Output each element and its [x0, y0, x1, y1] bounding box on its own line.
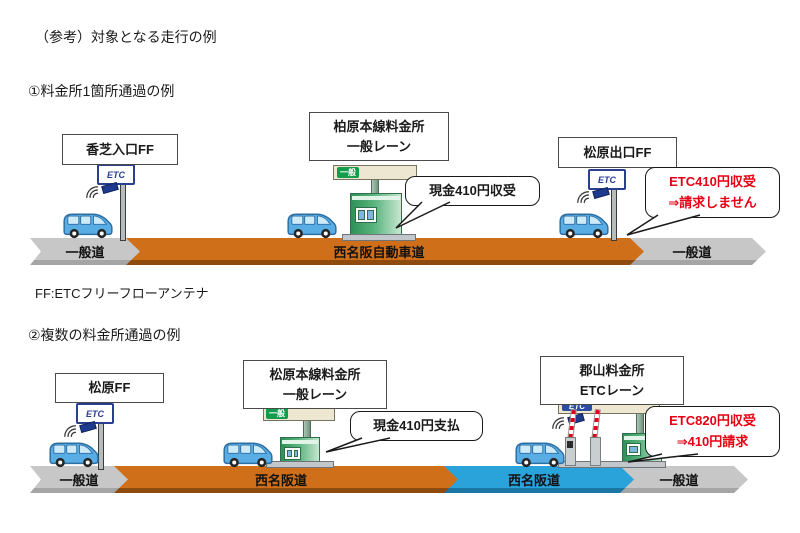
- gate-post: [590, 437, 601, 466]
- general-lane-sign: 一般: [337, 167, 359, 178]
- cash-toll-text: 現金410円収受: [429, 182, 516, 198]
- ff-label-box: 松原FF: [55, 373, 164, 403]
- cash-toll-bubble: 現金410円収受: [405, 176, 540, 206]
- booth-roofband: [624, 436, 660, 440]
- tollgate-lane: 一般レーン: [346, 138, 412, 154]
- bubble-tail: [626, 214, 701, 236]
- bubble-tail: [627, 453, 699, 463]
- entry-ff-label: 香芝入口FF: [86, 141, 154, 157]
- gate-platform: [558, 461, 666, 468]
- road-label: 西名阪道: [507, 473, 560, 488]
- etc-collected-text: ETC410円収受: [669, 174, 756, 190]
- tollgate-lane: 一般レーン: [282, 386, 348, 402]
- etc-sign-text: ETC: [598, 174, 616, 185]
- tollgate-name: 松原本線料金所: [269, 367, 361, 382]
- window-pane: [293, 450, 298, 457]
- charge-text: ⇒410円請求: [676, 433, 749, 449]
- booth-roofband: [352, 196, 400, 200]
- road-label: 一般道: [59, 473, 99, 488]
- etc-gate-label-box: 郡山料金所 ETCレーン: [540, 356, 684, 405]
- section1-title: ①料金所1箇所通過の例: [28, 83, 175, 99]
- etc-sign-text: ETC: [86, 408, 104, 419]
- booth-window: [355, 207, 377, 223]
- road-highway-etc-section: 西名阪道: [434, 466, 634, 493]
- general-lane-sign-text: 一般: [340, 168, 356, 177]
- ff-label: 松原FF: [88, 380, 131, 396]
- booth-window: [284, 447, 301, 460]
- no-charge-text: ⇒請求しません: [668, 194, 757, 210]
- gate-equipment: [567, 441, 573, 448]
- car-icon: [512, 435, 568, 468]
- window-pane: [287, 450, 292, 457]
- exit-ff-label: 松原出口FF: [583, 144, 652, 160]
- etc-sign: ETC: [76, 403, 114, 424]
- car-icon: [556, 206, 612, 239]
- road-general-left: 一般道: [30, 238, 140, 265]
- road-label: 一般道: [659, 473, 699, 488]
- cash-payment-text: 現金410円支払: [373, 417, 460, 433]
- cash-payment-bubble: 現金410円支払: [350, 411, 483, 441]
- signal-waves-icon: [86, 186, 99, 199]
- mainline-tollgate-label-box: 柏原本線料金所 一般レーン: [309, 112, 449, 161]
- gate-post: [565, 437, 576, 466]
- exit-ff-label-box: 松原出口FF: [558, 137, 677, 168]
- bubble-tail: [325, 437, 391, 453]
- car-icon: [220, 435, 276, 468]
- tollbooth: [350, 193, 402, 237]
- booth-roofband: [282, 440, 318, 444]
- car-icon: [46, 435, 102, 468]
- booth-platform: [342, 234, 416, 241]
- bubble-tail: [395, 201, 451, 229]
- road-label: 一般道: [672, 245, 712, 260]
- road-highway-cash-section: 西名阪道: [104, 466, 458, 493]
- etc-sign-text: ETC: [107, 169, 125, 180]
- general-lane-sign-text: 一般: [269, 409, 285, 418]
- window-pane: [358, 210, 365, 220]
- car-icon: [60, 206, 116, 239]
- antenna-pole: [120, 178, 126, 241]
- etc-collected-text: ETC820円収受: [669, 413, 756, 429]
- road-general-left: 一般道: [30, 466, 128, 493]
- etc-charge-bubble: ETC820円収受 ⇒410円請求: [645, 406, 780, 457]
- page-title: （参考）対象となる走行の例: [35, 29, 217, 45]
- window-pane: [629, 446, 638, 453]
- signal-waves-icon: [552, 417, 565, 430]
- tollgate-name: 柏原本線料金所: [333, 119, 425, 134]
- booth-window: [626, 443, 641, 456]
- road-highway: 西名阪自動車道: [114, 238, 644, 265]
- etc-no-charge-bubble: ETC410円収受 ⇒請求しません: [645, 167, 780, 218]
- entry-ff-label-box: 香芝入口FF: [62, 134, 178, 165]
- road-label: 西名阪自動車道: [333, 245, 425, 260]
- etc-canopy-sign-text: ETC: [569, 401, 585, 411]
- signal-waves-icon: [577, 191, 590, 204]
- etc-canopy-sign: ETC: [562, 401, 592, 411]
- section2-title: ②複数の料金所通過の例: [28, 327, 181, 343]
- etc-gate-lane: ETCレーン: [579, 382, 645, 398]
- general-lane-sign: 一般: [266, 408, 288, 419]
- etc-gate-name: 郡山料金所: [579, 363, 645, 378]
- road-label: 一般道: [65, 245, 105, 260]
- booth-platform: [266, 461, 334, 468]
- mainline-tollgate-label-box-2: 松原本線料金所 一般レーン: [243, 360, 387, 409]
- window-pane: [367, 210, 374, 220]
- ff-definition-note: FF:ETCフリーフローアンテナ: [35, 286, 209, 301]
- road-label: 西名阪道: [254, 473, 307, 488]
- car-icon: [284, 206, 340, 239]
